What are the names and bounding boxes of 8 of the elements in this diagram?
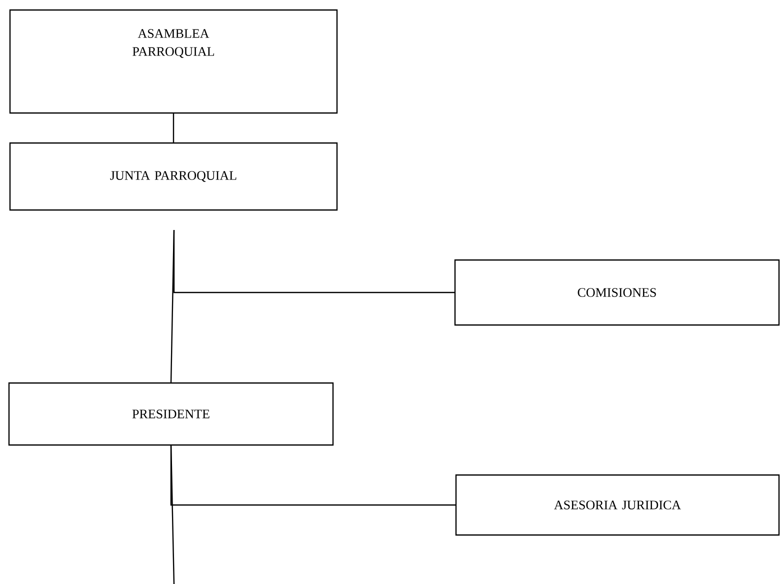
org-box: PRESIDENTE <box>8 382 334 446</box>
connector-line <box>173 230 455 294</box>
connector-line <box>170 445 175 584</box>
org-box: ASAMBLEA PARROQUIAL <box>9 9 338 114</box>
org-box: COMISIONES <box>454 259 780 326</box>
org-box: JUNTA PARROQUIAL <box>9 142 338 211</box>
connector-line <box>172 113 174 143</box>
org-box: ASESORIA JURIDICA <box>455 474 780 536</box>
